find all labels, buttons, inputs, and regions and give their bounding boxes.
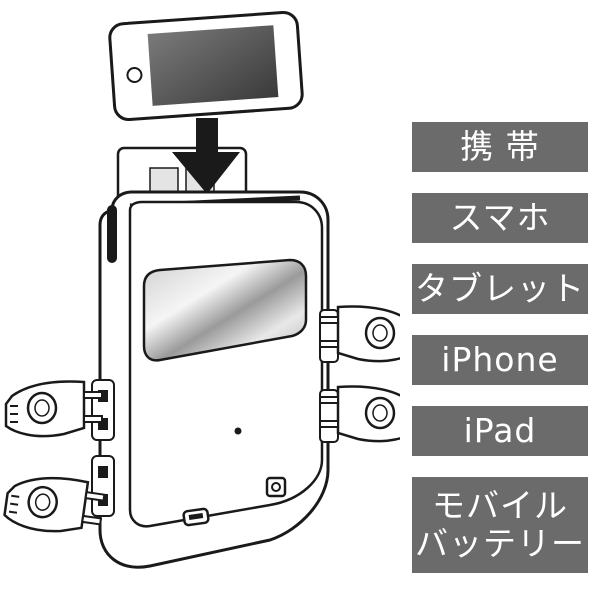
down-arrow-icon xyxy=(172,118,240,194)
label-ipad: iPad xyxy=(412,406,588,456)
label-iphone: iPhone xyxy=(412,335,588,385)
power-tap-icon xyxy=(91,190,339,569)
label-keitai: 携 帯 xyxy=(412,122,588,172)
label-mobile-battery: モバイル バッテリー xyxy=(412,477,588,573)
smartphone-icon xyxy=(108,11,304,121)
label-sumaho: スマホ xyxy=(412,193,588,243)
label-tablet: タブレット xyxy=(412,264,588,314)
usb-port-icon xyxy=(182,507,210,527)
led-indicator-icon xyxy=(234,427,242,435)
product-illustration xyxy=(1,11,400,569)
button-icon xyxy=(265,476,287,498)
power-plug-icon xyxy=(1,380,108,540)
